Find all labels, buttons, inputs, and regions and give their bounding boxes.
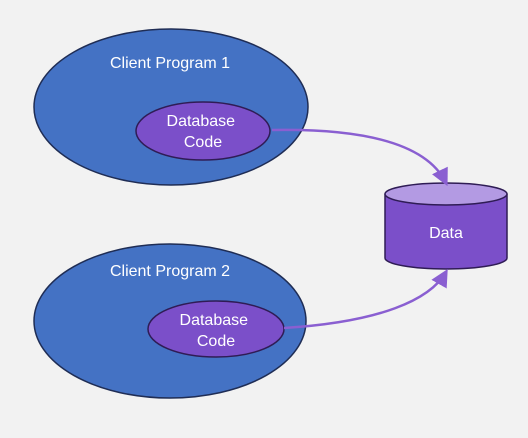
database-code-2-line2: Code xyxy=(197,333,235,350)
database-code-2-line1: Database xyxy=(180,312,249,329)
data-store: Data xyxy=(384,182,508,270)
connector-db-code-2-to-data xyxy=(283,268,448,330)
client-program-1: Client Program 1 Database Code xyxy=(33,28,309,186)
database-code-1-line2: Code xyxy=(184,134,222,151)
client-program-2: Client Program 2 Database Code xyxy=(33,243,307,399)
database-code-1-line1: Database xyxy=(167,113,236,130)
data-store-label: Data xyxy=(429,225,463,242)
client-program-1-label: Client Program 1 xyxy=(110,55,230,72)
database-code-2-shape xyxy=(147,300,285,358)
data-store-top xyxy=(384,182,508,206)
database-code-2-label: Database Code xyxy=(180,312,253,350)
database-code-1-label: Database Code xyxy=(167,113,240,151)
client-program-2-label: Client Program 2 xyxy=(110,263,230,280)
connector-db-code-1-to-data xyxy=(271,128,448,187)
database-code-1-shape xyxy=(135,101,271,161)
